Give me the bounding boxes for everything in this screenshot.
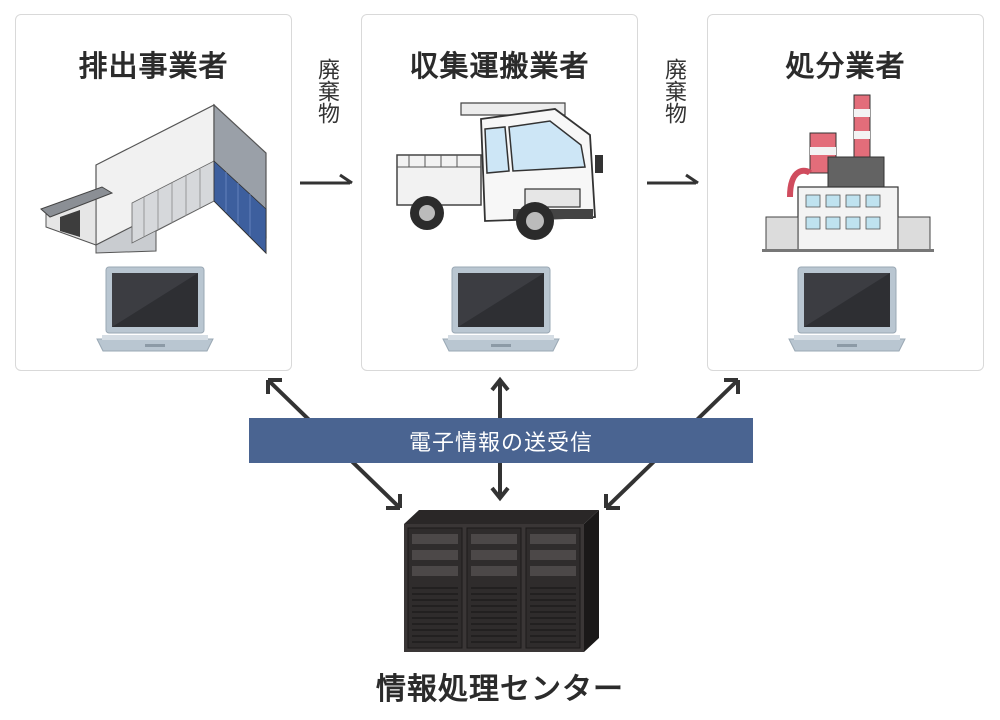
server-unit bbox=[466, 527, 522, 649]
server-unit bbox=[407, 527, 463, 649]
card-generator: 排出事業者 bbox=[15, 14, 292, 371]
waste-label-2: 廃棄物 bbox=[661, 58, 686, 124]
center-title: 情報処理センター bbox=[376, 672, 624, 707]
card-title-transporter: 収集運搬業者 bbox=[409, 49, 590, 83]
card-title-generator: 排出事業者 bbox=[78, 49, 229, 83]
data-exchange-banner: 電子情報の送受信 bbox=[249, 418, 753, 463]
waste-label-1: 廃棄物 bbox=[314, 58, 339, 124]
laptop-icon bbox=[788, 266, 906, 352]
card-transporter: 収集運搬業者 bbox=[361, 14, 638, 371]
card-disposer: 処分業者 bbox=[707, 14, 984, 371]
truck-icon bbox=[396, 102, 603, 240]
warehouse-icon bbox=[40, 103, 267, 255]
server-unit bbox=[525, 527, 581, 649]
waste-arrow-1 bbox=[300, 173, 353, 185]
laptop-icon bbox=[96, 266, 214, 352]
laptop-icon bbox=[442, 266, 560, 352]
card-title-disposer: 処分業者 bbox=[785, 49, 906, 83]
server-rack-icon bbox=[404, 510, 599, 652]
factory-icon bbox=[762, 94, 934, 252]
waste-arrow-2 bbox=[647, 173, 699, 185]
